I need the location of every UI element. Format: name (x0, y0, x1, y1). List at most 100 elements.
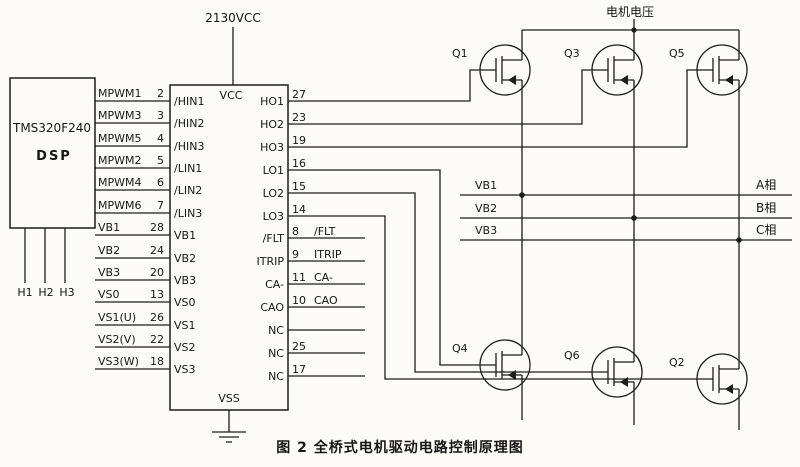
phase-net-label: VB1 (475, 179, 497, 192)
transistor-label: Q3 (564, 47, 580, 60)
drain-feed-wires (521, 30, 740, 60)
ic-right-pin: ITRIP (257, 255, 285, 268)
ic-right-pin: HO1 (260, 95, 284, 108)
ic-left-pin: VS3 (174, 363, 196, 376)
junction-dot (736, 237, 742, 243)
hall-wires (24, 228, 66, 283)
ic-left-pin: VB3 (174, 274, 196, 287)
wire-ho3 (288, 69, 697, 148)
ic-left-pin: /HIN3 (174, 140, 204, 153)
ic-right-pin-number: 19 (292, 134, 306, 147)
ic-right-pin: LO1 (263, 164, 284, 177)
dsp-box (9, 77, 96, 229)
ic-left-pin: VS1 (174, 319, 196, 332)
ext-net-label: CA- (314, 271, 333, 284)
hall-label: H2 (38, 286, 53, 299)
ic-right-pin-number: 10 (292, 294, 306, 307)
signal-pin: 26 (150, 311, 164, 324)
signal-pin: 20 (150, 266, 164, 279)
signal-pin: 5 (157, 154, 164, 167)
mosfet-q1 (479, 44, 531, 96)
junction-dot (519, 192, 525, 198)
wire-lo2 (288, 192, 592, 373)
motor-voltage-label: 电机电压 (606, 5, 654, 19)
ic-right-pin: LO2 (263, 187, 284, 200)
ic-left-pin: /HIN2 (174, 117, 204, 130)
signal-pin: 18 (150, 355, 164, 368)
mosfet-q6 (591, 346, 643, 398)
signal-pin: 3 (157, 109, 164, 122)
ic-right-pin-number: 11 (292, 271, 306, 284)
phase-name-label: C相 (756, 223, 776, 237)
signal-pin: 6 (157, 176, 164, 189)
signal-label: MPWM5 (98, 132, 142, 145)
ic-left-pin: VS2 (174, 341, 196, 354)
hall-label: H3 (59, 286, 74, 299)
wire-ho1 (288, 69, 480, 102)
ext-net-label: ITRIP (314, 248, 342, 261)
ic-right-pin: CA- (265, 278, 284, 291)
mosfet-q2 (696, 353, 748, 405)
driver-ic-box (169, 84, 289, 411)
ext-net-label: /FLT (314, 225, 336, 238)
signal-pin: 13 (150, 288, 164, 301)
signal-pin: 28 (150, 221, 164, 234)
ic-right-pin: HO2 (260, 118, 284, 131)
source-stub-wires (521, 375, 740, 430)
ic-right-pin-number: 23 (292, 111, 306, 124)
ic-right-pin: NC (268, 347, 284, 360)
ground-symbol (212, 410, 246, 443)
transistor-label: Q5 (669, 47, 685, 60)
signal-pin: 2 (157, 87, 164, 100)
ic-vss-pin: VSS (218, 392, 240, 405)
signal-pin: 22 (150, 333, 164, 346)
signal-pin: 24 (150, 244, 164, 257)
ext-net-label: CAO (314, 294, 338, 307)
ic-right-pin-number: 14 (292, 203, 306, 216)
hall-label: H1 (17, 286, 32, 299)
ic-right-pin: CAO (260, 301, 284, 314)
ic-left-pin: /LIN3 (174, 207, 202, 220)
ic-vcc-pin: VCC (220, 89, 243, 102)
ic-right-pin: HO3 (260, 141, 284, 154)
phase-name-label: A相 (756, 178, 776, 192)
ic-left-pin: /HIN1 (174, 95, 204, 108)
wire-lo3 (288, 215, 697, 380)
figure-caption: 图 2 全桥式电机驱动电路控制原理图 (276, 439, 524, 456)
ic-right-pin-number: 27 (292, 88, 306, 101)
signal-label: VS0 (98, 288, 120, 301)
ic-right-pin: NC (268, 370, 284, 383)
transistor-label: Q6 (564, 349, 580, 362)
ic-right-pin-number: 8 (292, 225, 299, 238)
vcc-rail-label: 2130VCC (205, 11, 261, 25)
transistor-label: Q1 (452, 47, 468, 60)
signal-pin: 7 (157, 199, 164, 212)
mosfet-q3 (591, 44, 643, 96)
ic-right-pin-number: 25 (292, 340, 306, 353)
ic-left-pin: VS0 (174, 296, 196, 309)
ic-right-pin: LO3 (263, 210, 284, 223)
signal-pin: 4 (157, 132, 164, 145)
ic-right-pin-number: 16 (292, 157, 306, 170)
transistor-label: Q2 (669, 356, 685, 369)
phase-net-label: VB2 (475, 202, 497, 215)
ic-right-pin-number: 9 (292, 248, 299, 261)
phase-name-label: B相 (756, 201, 776, 215)
ic-right-pin-number: 17 (292, 363, 306, 376)
signal-label: VS2(V) (98, 333, 136, 346)
signal-label: MPWM3 (98, 109, 142, 122)
signal-label: VB1 (98, 221, 120, 234)
ic-left-pin: VB1 (174, 229, 196, 242)
signal-label: MPWM6 (98, 199, 142, 212)
signal-label: VS3(W) (98, 355, 139, 368)
ic-right-pin: /FLT (263, 232, 285, 245)
signal-label: VB2 (98, 244, 120, 257)
signal-label: VS1(U) (98, 311, 136, 324)
dsp-ic-wires (95, 100, 170, 370)
transistor-label: Q4 (452, 342, 468, 355)
signal-label: MPWM2 (98, 154, 142, 167)
ic-left-pin: VB2 (174, 252, 196, 265)
wire-lo1 (288, 169, 480, 366)
